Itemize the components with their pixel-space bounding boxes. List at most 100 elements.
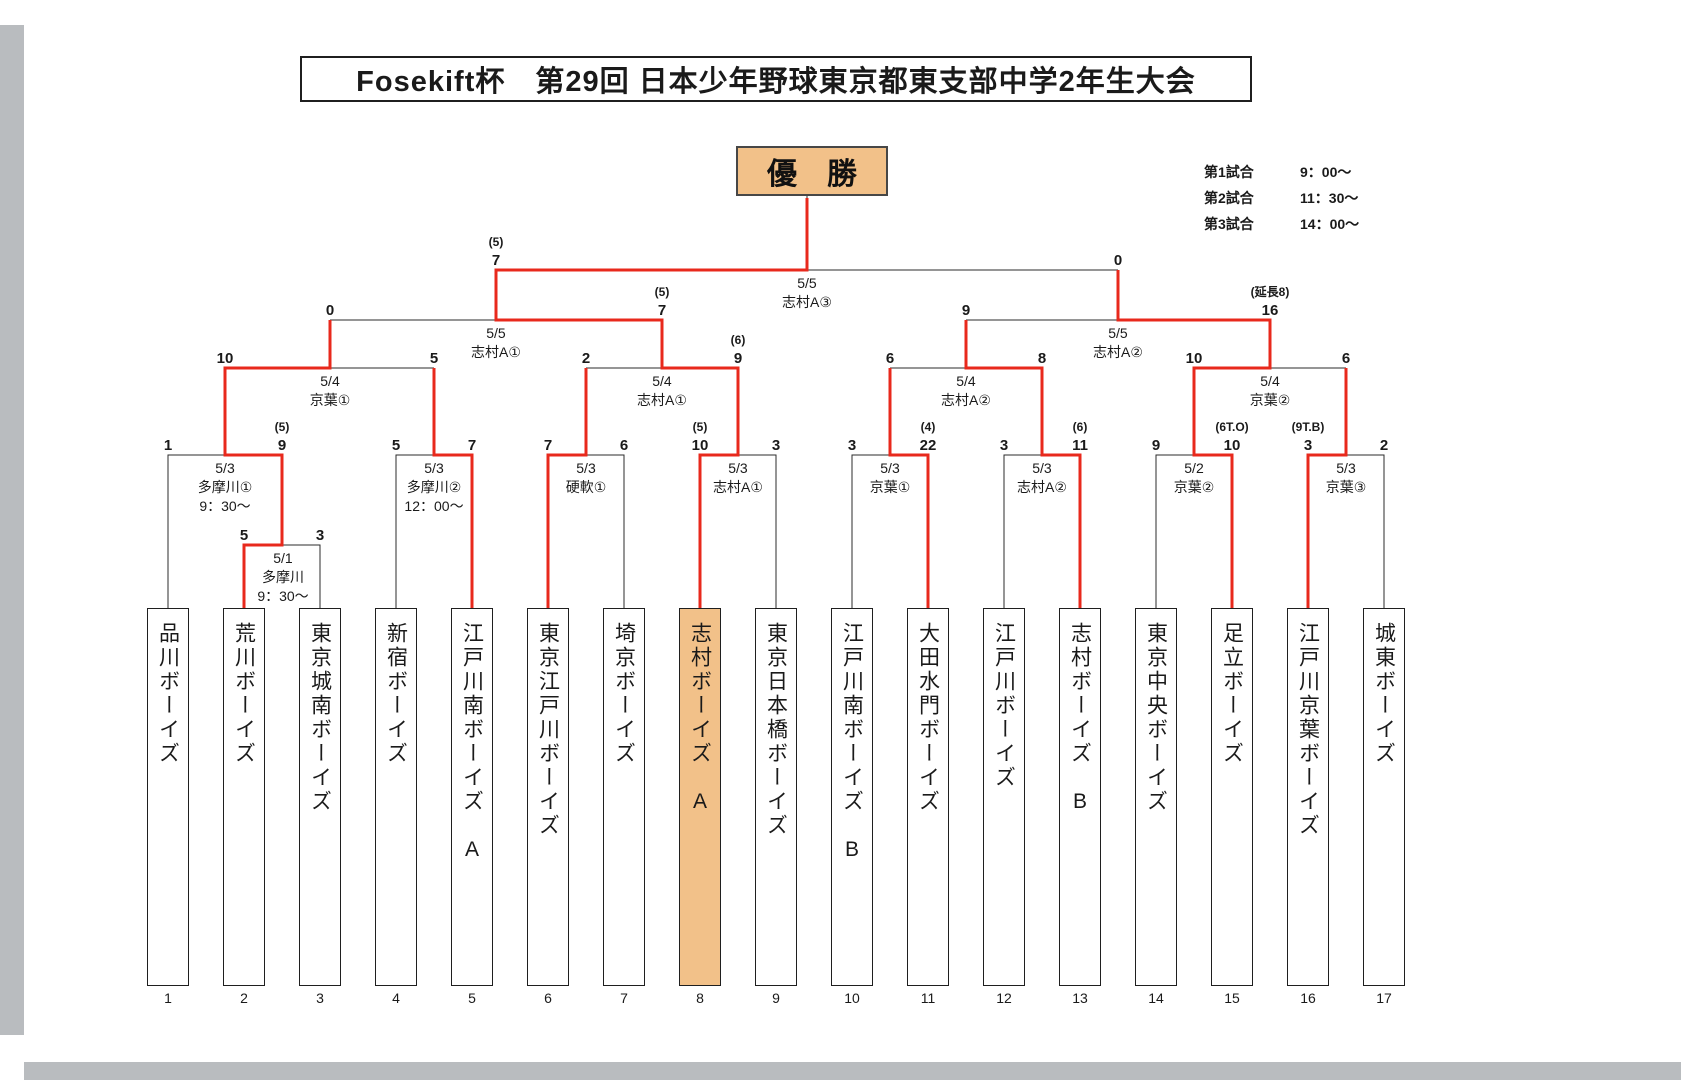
team-box-11: 大田水門ボーイズ <box>907 608 949 986</box>
team-box-6: 東京江戸川ボーイズ <box>527 608 569 986</box>
winner-path-tokyo-edogawa <box>546 368 588 608</box>
team-number-12: 12 <box>996 990 1012 1006</box>
team-name-6: 東京江戸川ボーイズ <box>536 622 560 838</box>
match-score-playin-left: 5 <box>239 527 249 544</box>
team-number-5: 5 <box>468 990 476 1006</box>
match-score-r1m2-right: 7 <box>467 437 477 454</box>
team-number-1: 1 <box>164 990 172 1006</box>
team-name-10: 江戸川南ボーイズ B <box>840 622 864 864</box>
team-number-14: 14 <box>1148 990 1164 1006</box>
match-score-r1m1-left: 1 <box>163 437 173 454</box>
game-time-value: 11：30～ <box>1300 190 1359 206</box>
viewer-edge-bottom <box>24 1062 1681 1080</box>
team-name-14: 東京中央ボーイズ <box>1144 622 1168 814</box>
team-box-13: 志村ボーイズ B <box>1059 608 1101 986</box>
team-number-2: 2 <box>240 990 248 1006</box>
team-box-17: 城東ボーイズ <box>1363 608 1405 986</box>
match-score-r1m8-left: 3 <box>1303 437 1313 454</box>
game-time-value: 14：00～ <box>1300 216 1360 232</box>
match-score-r1m4-right: 3 <box>771 437 781 454</box>
match-score-sf1-left: 0 <box>325 302 335 319</box>
team-number-4: 4 <box>392 990 400 1006</box>
team-name-15: 足立ボーイズ <box>1220 622 1244 766</box>
match-score-qf2-left: 2 <box>581 350 591 367</box>
match-label-playin: 5/1 多摩川 9：30～ <box>257 550 309 604</box>
match-label-r1m1: 5/3 多摩川① 9：30～ <box>197 460 253 514</box>
match-note-final-left: (5) <box>488 235 504 249</box>
team-box-16: 江戸川京葉ボーイズ <box>1287 608 1329 986</box>
team-number-7: 7 <box>620 990 628 1006</box>
game-time-label: 第2試合 <box>1204 190 1254 206</box>
winner-path-arakawa <box>223 320 332 608</box>
match-score-r1m3-right: 6 <box>619 437 629 454</box>
match-score-final-left: 7 <box>491 252 501 269</box>
match-label-qf4: 5/4 京葉② <box>1249 373 1291 408</box>
winner-path-ota-suimon <box>888 368 930 608</box>
match-label-r1m5: 5/3 京葉① <box>869 460 911 495</box>
match-label-r1m3: 5/3 硬軟① <box>565 460 607 495</box>
team-name-7: 埼京ボーイズ <box>612 622 636 766</box>
game-time-row: 第2試合 11：30～ <box>1204 188 1359 208</box>
match-score-r1m7-right: 10 <box>1223 437 1241 454</box>
bracket-structure <box>167 196 1385 608</box>
match-label-r1m8: 5/3 京葉③ <box>1325 460 1367 495</box>
match-score-r1m4-left: 10 <box>691 437 709 454</box>
team-name-12: 江戸川ボーイズ <box>992 622 1016 790</box>
match-score-qf1-right: 5 <box>429 350 439 367</box>
winner-path-edogawa-minami-a <box>432 368 474 608</box>
match-score-sf2-left: 9 <box>961 302 971 319</box>
team-number-9: 9 <box>772 990 780 1006</box>
team-number-13: 13 <box>1072 990 1088 1006</box>
match-label-sf1: 5/5 志村A① <box>471 325 521 360</box>
team-name-13: 志村ボーイズ B <box>1068 622 1092 816</box>
team-box-10: 江戸川南ボーイズ B <box>831 608 873 986</box>
match-note-r1m5-right: (4) <box>920 420 936 434</box>
match-score-r1m8-right: 2 <box>1379 437 1389 454</box>
champion-box: 優 勝 <box>736 146 888 196</box>
team-number-8: 8 <box>696 990 704 1006</box>
team-number-3: 3 <box>316 990 324 1006</box>
team-number-17: 17 <box>1376 990 1392 1006</box>
team-name-3: 東京城南ボーイズ <box>308 622 332 814</box>
team-box-3: 東京城南ボーイズ <box>299 608 341 986</box>
team-box-14: 東京中央ボーイズ <box>1135 608 1177 986</box>
match-label-qf3: 5/4 志村A② <box>941 373 991 408</box>
winner-path-shimura-a-champion <box>494 198 809 608</box>
team-number-15: 15 <box>1224 990 1240 1006</box>
team-name-2: 荒川ボーイズ <box>232 622 256 766</box>
viewer-edge-left <box>0 25 24 1035</box>
team-name-1: 品川ボーイズ <box>156 622 180 766</box>
game-time-value: 9：00～ <box>1300 164 1352 180</box>
match-label-r1m6: 5/3 志村A② <box>1017 460 1067 495</box>
match-score-qf4-right: 6 <box>1341 350 1351 367</box>
match-score-playin-right: 3 <box>315 527 325 544</box>
tournament-title-text: Fosekift杯 第29回 日本少年野球東京都東支部中学2年生大会 <box>356 66 1196 98</box>
team-number-16: 16 <box>1300 990 1316 1006</box>
team-name-9: 東京日本橋ボーイズ <box>764 622 788 838</box>
match-score-r1m6-left: 3 <box>999 437 1009 454</box>
team-box-15: 足立ボーイズ <box>1211 608 1253 986</box>
team-number-6: 6 <box>544 990 552 1006</box>
winner-path-adachi <box>1116 270 1272 608</box>
match-score-r1m6-right: 11 <box>1072 437 1088 454</box>
team-name-5: 江戸川南ボーイズ A <box>460 622 484 864</box>
team-name-8: 志村ボーイズ A <box>688 622 712 816</box>
match-score-qf4-left: 10 <box>1185 350 1203 367</box>
match-label-final: 5/5 志村A③ <box>782 275 832 310</box>
match-note-r1m4-left: (5) <box>692 420 708 434</box>
match-score-qf3-right: 8 <box>1037 350 1047 367</box>
match-label-qf1: 5/4 京葉① <box>309 373 351 408</box>
tournament-title: Fosekift杯 第29回 日本少年野球東京都東支部中学2年生大会 <box>300 56 1252 102</box>
team-name-11: 大田水門ボーイズ <box>916 622 940 814</box>
match-label-r1m7: 5/2 京葉② <box>1173 460 1215 495</box>
game-time-row: 第1試合 9：00～ <box>1204 162 1359 182</box>
team-name-17: 城東ボーイズ <box>1372 622 1396 766</box>
team-name-4: 新宿ボーイズ <box>384 622 408 766</box>
champion-label: 優 勝 <box>767 158 857 191</box>
team-name-16: 江戸川京葉ボーイズ <box>1296 622 1320 838</box>
team-box-2: 荒川ボーイズ <box>223 608 265 986</box>
match-score-r1m7-left: 9 <box>1151 437 1161 454</box>
match-score-r1m5-right: 22 <box>919 437 937 454</box>
match-score-qf2-right: 9 <box>733 350 743 367</box>
